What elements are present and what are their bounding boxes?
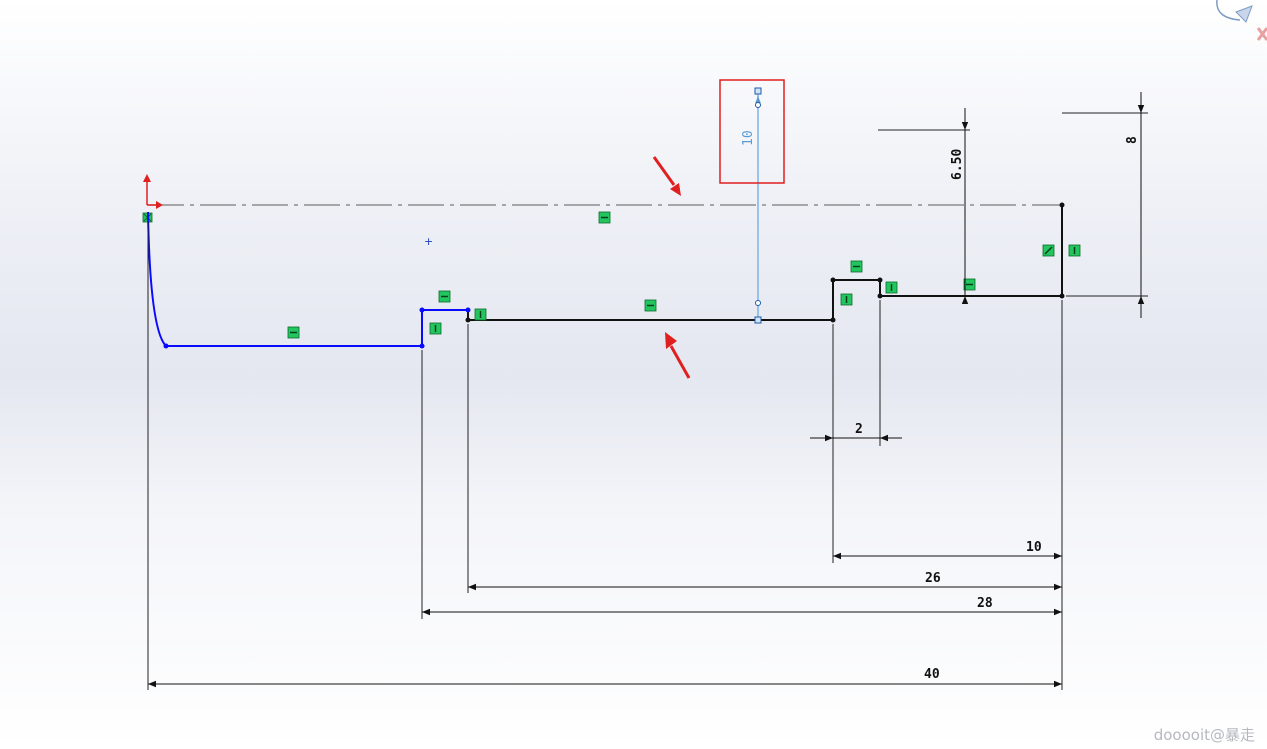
extension-lines [147,112,1148,690]
vertical-relation-icon [885,281,898,294]
dim-40-label[interactable]: 40 [924,667,940,682]
horizontal-relation-icon [963,278,976,291]
sketch-points[interactable] [163,202,1065,349]
dim-28[interactable]: 28 [422,596,1062,616]
horizontal-relation-icon [598,211,611,224]
horizontal-relation-icon [438,290,451,303]
dim-40[interactable]: 40 [148,667,1062,688]
annotation-arrow-top [652,156,681,196]
arc-segment[interactable] [147,211,167,347]
dim-6-50-label[interactable]: 6.50 [950,149,965,180]
dim-8-label[interactable]: 8 [1125,136,1140,144]
highlight-box [719,79,785,184]
horizontal-relation-icon [850,260,863,273]
origin-icon[interactable] [142,174,163,223]
cursor-cross: + [424,235,433,248]
horizontal-relation-icon [287,326,300,339]
dim-10-horizontal-label[interactable]: 10 [1026,540,1042,555]
dim-8[interactable]: 8 [1125,92,1145,318]
vertical-relation-icon [429,322,442,335]
dim-28-label[interactable]: 28 [977,596,993,611]
annotation-arrow-bottom [665,332,691,379]
horizontal-relation-icon [644,299,657,312]
vertical-relation-icon [474,308,487,321]
view-orientation-icon[interactable] [1216,0,1267,41]
dim-2[interactable]: 2 [810,422,902,442]
vertical-relation-icon [1068,244,1081,257]
defined-profile[interactable] [467,205,1063,321]
dim-2-label[interactable]: 2 [855,422,863,437]
dim-6-50[interactable]: 6.50 [950,108,969,304]
relation-badges[interactable] [287,211,1081,339]
dim-10-vertical-label[interactable]: 10 [741,130,756,146]
dim-26-label[interactable]: 26 [925,571,941,586]
watermark: dooooit@暴走 [1153,726,1255,744]
selected-dimension-10[interactable]: 10 [741,87,762,324]
vertical-relation-icon [840,293,853,306]
dim-26[interactable]: 26 [468,571,1062,591]
dim-10-horizontal[interactable]: 10 [833,540,1062,560]
coincident-relation-icon [1042,244,1055,257]
